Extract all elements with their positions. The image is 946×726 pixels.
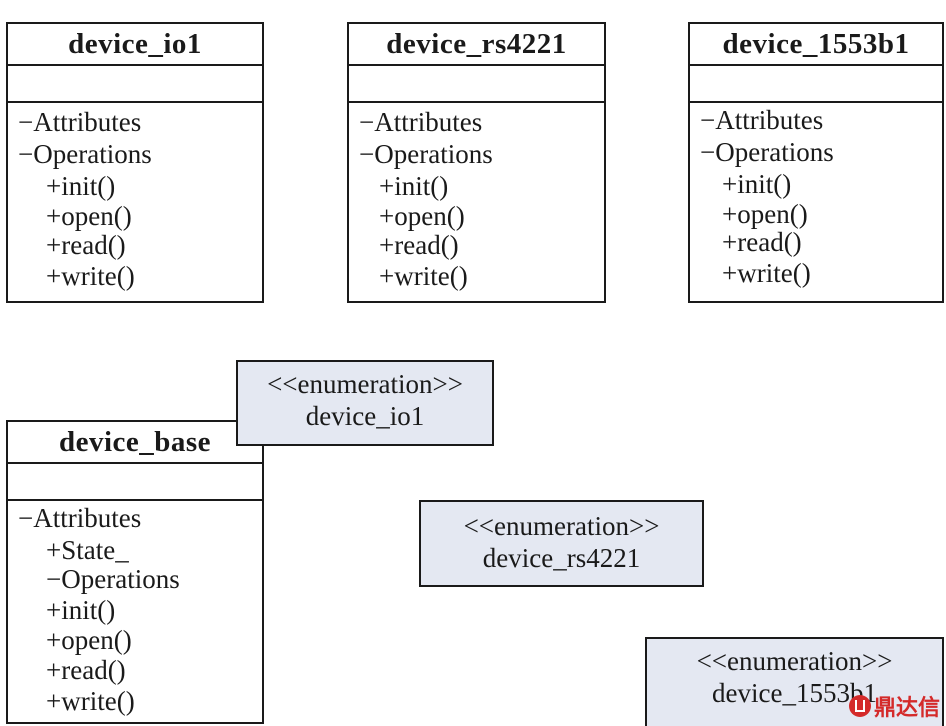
plus-symbol: + <box>46 535 62 565</box>
plus-symbol: + <box>379 171 395 201</box>
plus-symbol: + <box>46 686 62 716</box>
operation-label: init() <box>394 171 449 201</box>
operation-label: open() <box>394 201 465 231</box>
class-device-base: device_base −Attributes +State_ −Operati… <box>6 420 264 724</box>
operation-label: open() <box>61 625 132 655</box>
enumeration-device-rs4221: <<enumeration>> device_rs4221 <box>419 500 704 587</box>
operation-item: +open() <box>722 199 808 229</box>
class-empty-compartment <box>8 464 262 501</box>
plus-symbol: + <box>379 201 395 231</box>
operation-label: write() <box>61 686 135 716</box>
operation-item: +write() <box>46 686 135 716</box>
operation-item: +write() <box>46 261 135 291</box>
enumeration-stereotype: <<enumeration>> <box>696 646 893 676</box>
operations-section: −Operations <box>359 139 493 169</box>
minus-symbol: − <box>700 137 716 167</box>
attribute-label: State_ <box>61 535 129 565</box>
enumeration-stereotype: <<enumeration>> <box>463 511 660 541</box>
plus-symbol: + <box>46 261 62 291</box>
watermark-text: 鼎达信 <box>873 696 940 721</box>
class-name: device_io1 <box>8 24 262 66</box>
plus-symbol: + <box>46 230 62 260</box>
watermark: 鼎达信 <box>848 690 940 722</box>
plus-symbol: + <box>722 258 738 288</box>
class-device-rs4221: device_rs4221 −Attributes −Operations +i… <box>347 22 606 303</box>
attribute-item: +State_ <box>46 535 129 565</box>
operation-label: write() <box>61 261 135 291</box>
attributes-section: −Attributes <box>18 107 141 137</box>
operation-item: +init() <box>46 595 115 625</box>
operation-label: open() <box>61 201 132 231</box>
operation-label: init() <box>737 169 792 199</box>
plus-symbol: + <box>46 171 62 201</box>
operation-label: open() <box>737 199 808 229</box>
operation-item: +read() <box>379 230 459 260</box>
operation-label: init() <box>61 171 116 201</box>
operations-label: Operations <box>61 564 180 594</box>
class-name: device_rs4221 <box>349 24 604 66</box>
minus-symbol: − <box>359 107 375 137</box>
plus-symbol: + <box>46 655 62 685</box>
plus-symbol: + <box>722 199 738 229</box>
minus-symbol: − <box>700 105 716 135</box>
minus-symbol: − <box>359 139 375 169</box>
enumeration-device-io1: <<enumeration>> device_io1 <box>236 360 494 446</box>
minus-symbol: − <box>18 107 34 137</box>
operation-label: read() <box>737 227 802 257</box>
plus-symbol: + <box>722 227 738 257</box>
class-empty-compartment <box>349 66 604 103</box>
operations-section: −Operations <box>46 564 180 594</box>
enumeration-name: device_rs4221 <box>482 543 641 573</box>
operation-label: write() <box>394 261 468 291</box>
attributes-section: −Attributes <box>359 107 482 137</box>
plus-symbol: + <box>46 201 62 231</box>
attributes-label: Attributes <box>715 105 824 135</box>
operation-item: +init() <box>722 169 791 199</box>
operation-item: +open() <box>46 625 132 655</box>
minus-symbol: − <box>18 139 34 169</box>
operations-label: Operations <box>374 139 493 169</box>
attributes-label: Attributes <box>33 503 142 533</box>
operation-label: read() <box>61 230 126 260</box>
attributes-section: −Attributes <box>18 503 141 533</box>
enumeration-stereotype: <<enumeration>> <box>267 369 463 399</box>
operation-item: +open() <box>46 201 132 231</box>
class-device-1553b1: device_1553b1 −Attributes −Operations +i… <box>688 22 944 303</box>
enumeration-device-1553b1: <<enumeration>> device_1553b1 <box>645 637 944 726</box>
plus-symbol: + <box>46 625 62 655</box>
plus-symbol: + <box>379 230 395 260</box>
operation-label: read() <box>61 655 126 685</box>
class-name: device_1553b1 <box>690 24 942 66</box>
operation-item: +init() <box>46 171 115 201</box>
minus-symbol: − <box>18 503 34 533</box>
operations-section: −Operations <box>18 139 152 169</box>
operation-item: +write() <box>379 261 468 291</box>
operation-item: +init() <box>379 171 448 201</box>
operation-label: read() <box>394 230 459 260</box>
operations-label: Operations <box>715 137 834 167</box>
operation-label: write() <box>737 258 811 288</box>
attributes-label: Attributes <box>33 107 142 137</box>
class-empty-compartment <box>8 66 262 103</box>
plus-symbol: + <box>379 261 395 291</box>
watermark-logo-icon <box>848 695 871 717</box>
operation-item: +read() <box>46 230 126 260</box>
plus-symbol: + <box>46 595 62 625</box>
attributes-label: Attributes <box>374 107 483 137</box>
enumeration-name: device_io1 <box>305 401 425 431</box>
operation-item: +read() <box>722 227 802 257</box>
operation-label: init() <box>61 595 116 625</box>
operations-label: Operations <box>33 139 152 169</box>
operation-item: +open() <box>379 201 465 231</box>
plus-symbol: + <box>722 169 738 199</box>
class-name: device_base <box>8 422 262 464</box>
minus-symbol: − <box>46 564 62 594</box>
class-device-io1: device_io1 −Attributes −Operations +init… <box>6 22 264 303</box>
operation-item: +read() <box>46 655 126 685</box>
class-empty-compartment <box>690 66 942 103</box>
operation-item: +write() <box>722 258 811 288</box>
operations-section: −Operations <box>700 137 834 167</box>
attributes-section: −Attributes <box>700 105 823 135</box>
